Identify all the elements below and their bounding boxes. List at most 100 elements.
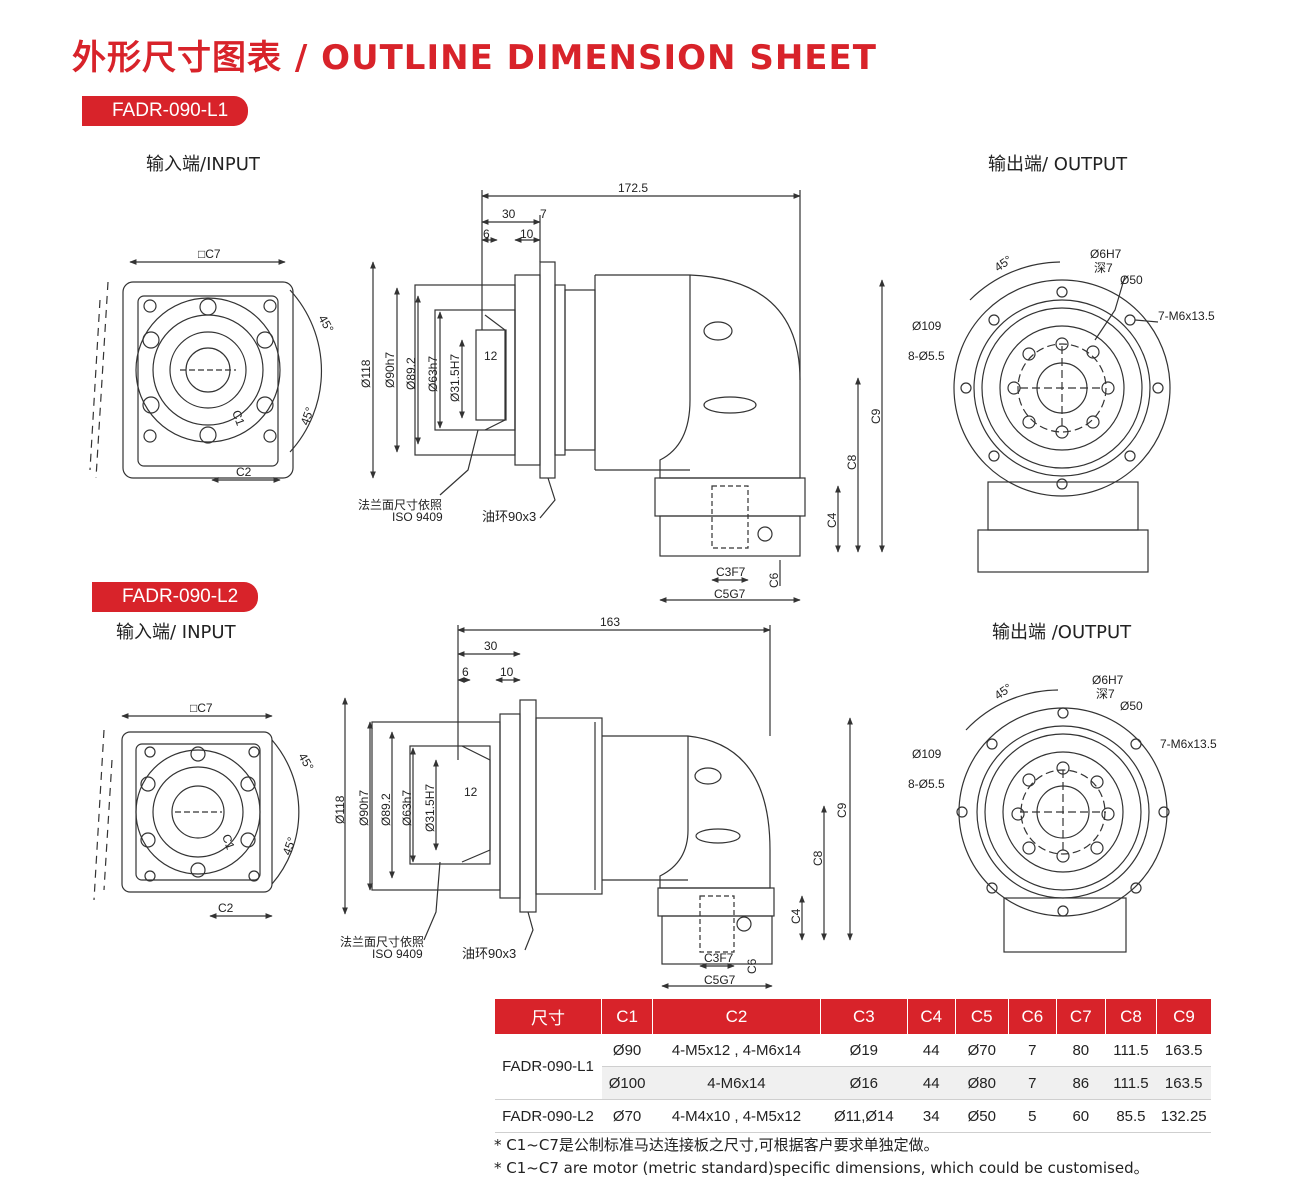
- l1-input-view: [89, 259, 323, 483]
- l2-c9: C9: [835, 802, 849, 818]
- table-model-cell: FADR-090-L2: [494, 1099, 602, 1133]
- l1-c5: C5G7: [714, 587, 746, 601]
- l2-out-holes: 8-Ø5.5: [908, 777, 945, 791]
- l1-length: 172.5: [618, 181, 648, 195]
- l2-d10: 10: [500, 665, 514, 679]
- l1-out-m6: 7-M6x13.5: [1158, 309, 1215, 323]
- model-tag-l2: FADR-090-L2: [92, 582, 259, 612]
- l1-d63: Ø63h7: [426, 356, 440, 392]
- l2-angle2: 45°: [280, 835, 299, 857]
- table-cell: Ø19: [820, 1034, 908, 1067]
- l2-dimension-labels: □C7 C2 C1 45° 45° 163 30 6 10 Ø118 Ø90h7…: [190, 615, 1217, 987]
- l1-d89: Ø89.2: [404, 357, 418, 390]
- table-cell: Ø80: [955, 1066, 1009, 1100]
- l1-out-angle: 45°: [992, 252, 1015, 274]
- table-cell: Ø100: [601, 1066, 653, 1100]
- table-row: Ø100 4-M6x14 Ø16 44 Ø80 7 86 111.5 163.5: [495, 1066, 1211, 1100]
- input-label-l1: 输入端/INPUT: [146, 154, 260, 175]
- table-header: C8: [1104, 999, 1157, 1034]
- l1-output-view: [953, 261, 1171, 573]
- l2-c2: C2: [218, 901, 234, 915]
- l2-c3: C3F7: [704, 951, 734, 965]
- l1-d90: Ø90h7: [383, 352, 397, 388]
- l2-d63: Ø63h7: [400, 790, 414, 826]
- table-cell: 4-M4x10 , 4-M5x12: [652, 1099, 821, 1133]
- table-header: C1: [601, 999, 653, 1034]
- l2-output-view: [956, 689, 1170, 953]
- l2-out-d6: Ø6H7: [1092, 673, 1124, 687]
- l2-c4: C4: [789, 908, 803, 924]
- l2-out-d50: Ø50: [1120, 699, 1143, 713]
- l1-angle1: 45°: [315, 313, 336, 336]
- l2-flange-note-2: ISO 9409: [372, 947, 423, 961]
- spec-table: 尺寸 C1 C2 C3 C4 C5 C6 C7 C8 C9 FADR-090-L…: [493, 999, 1211, 1133]
- table-cell: 163.5: [1156, 1034, 1211, 1067]
- l2-c6: C6: [745, 958, 759, 974]
- table-cell: 163.5: [1156, 1066, 1211, 1100]
- l1-c7: □C7: [198, 247, 221, 261]
- l2-d89: Ø89.2: [379, 793, 393, 826]
- l2-c8: C8: [811, 850, 825, 866]
- table-header-row: 尺寸 C1 C2 C3 C4 C5 C6 C7 C8 C9: [493, 999, 1211, 1034]
- table-cell: Ø70: [601, 1099, 653, 1133]
- l1-out-d109: Ø109: [912, 319, 942, 333]
- table-cell: Ø11,Ø14: [820, 1099, 908, 1133]
- l1-d10: 10: [520, 227, 534, 241]
- l1-c8: C8: [845, 454, 859, 470]
- l1-c1: C1: [229, 408, 248, 428]
- l2-out-depth: 深7: [1096, 687, 1115, 701]
- l1-out-holes: 8-Ø5.5: [908, 349, 945, 363]
- l1-c6: C6: [767, 572, 781, 588]
- l2-side-view: [342, 625, 853, 989]
- footnote-en: * C1~C7 are motor (metric standard)speci…: [494, 1159, 1149, 1177]
- l2-d90: Ø90h7: [357, 790, 371, 826]
- input-label-l2: 输入端/ INPUT: [116, 622, 236, 643]
- footnotes: * C1~C7是公制标准马达连接板之尺寸,可根据客户要求单独定做。 * C1~C…: [494, 1134, 1149, 1180]
- l2-c1: C1: [219, 832, 238, 852]
- table-row: FADR-090-L1 Ø90 4-M5x12 , 4-M6x14 Ø19 44…: [494, 1034, 1211, 1100]
- l1-d30: 30: [502, 207, 516, 221]
- l1-out-d6: Ø6H7: [1090, 247, 1122, 261]
- l1-d6: 6: [483, 227, 490, 241]
- l2-c5: C5G7: [704, 973, 736, 987]
- table-cell: 5: [1008, 1099, 1057, 1133]
- l1-flange-note-1: 法兰面尺寸依照: [358, 497, 442, 512]
- l1-out-depth: 深7: [1094, 261, 1113, 275]
- l2-d12: 12: [464, 785, 478, 799]
- table-header: C6: [1008, 999, 1057, 1034]
- table-cell: 4-M5x12 , 4-M6x14: [652, 1034, 821, 1067]
- table-cell: 4-M6x14: [652, 1066, 821, 1100]
- table-header: C5: [954, 999, 1009, 1034]
- l1-angle2: 45°: [298, 405, 317, 427]
- output-label-l1: 输出端/ OUTPUT: [988, 154, 1128, 175]
- footnote-cn: * C1~C7是公制标准马达连接板之尺寸,可根据客户要求单独定做。: [494, 1136, 939, 1154]
- table-cell: Ø70: [955, 1034, 1009, 1067]
- l1-dimension-labels: □C7 C2 C1 45° 45° 172.5 30 7 6 10 Ø118 Ø…: [198, 181, 1215, 601]
- l1-c4: C4: [825, 512, 839, 528]
- table-cell: Ø90: [601, 1034, 653, 1067]
- table-cell: 86: [1056, 1066, 1106, 1100]
- l2-out-d109: Ø109: [912, 747, 942, 761]
- table-header: C4: [906, 999, 956, 1034]
- l1-d31: Ø31.5H7: [448, 354, 462, 402]
- l1-side-view: [370, 190, 885, 603]
- table-header: C9: [1155, 999, 1211, 1034]
- model-tag-l1: FADR-090-L1: [82, 96, 249, 126]
- l1-c3: C3F7: [716, 565, 746, 579]
- l2-c7: □C7: [190, 701, 213, 715]
- page-title: 外形尺寸图表 / OUTLINE DIMENSION SHEET: [72, 38, 877, 78]
- table-header: C7: [1055, 999, 1106, 1034]
- table-cell: 111.5: [1105, 1034, 1157, 1067]
- l1-c9: C9: [869, 408, 883, 424]
- l2-input-view: [93, 713, 300, 919]
- table-row: FADR-090-L2 Ø70 4-M4x10 , 4-M5x12 Ø11,Ø1…: [494, 1099, 1211, 1133]
- table-header: 尺寸: [493, 999, 602, 1034]
- l2-d30: 30: [484, 639, 498, 653]
- l2-d118: Ø118: [333, 795, 347, 824]
- table-cell: 111.5: [1105, 1066, 1157, 1100]
- l1-d12: 12: [484, 349, 498, 363]
- table-cell: 60: [1056, 1099, 1106, 1133]
- l1-d7: 7: [540, 207, 547, 221]
- l2-out-m6: 7-M6x13.5: [1160, 737, 1217, 751]
- l2-angle1: 45°: [295, 751, 316, 774]
